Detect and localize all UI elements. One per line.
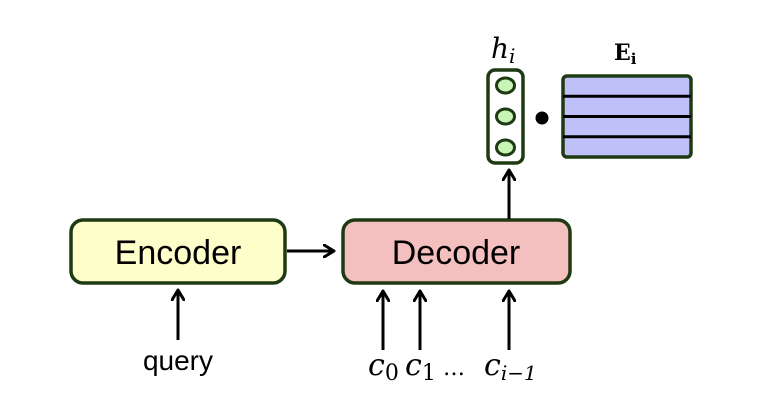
c1-base: c	[405, 348, 422, 383]
dot-product-icon	[535, 111, 549, 125]
decoder-box	[341, 218, 572, 285]
decoder-node: Decoder	[341, 218, 572, 285]
c1-subscript: 1	[422, 361, 436, 386]
c0-subscript: 0	[385, 361, 399, 386]
encoder-node: Encoder	[69, 218, 287, 285]
ci-1-subscript: i−1	[501, 361, 537, 385]
c0-label: c0	[368, 348, 399, 386]
query-label: query	[143, 345, 213, 376]
hidden-state-label: hi	[491, 32, 515, 68]
hidden-state-cells	[495, 76, 516, 157]
ci-1-base: c	[484, 348, 501, 383]
hidden-state-subscript: i	[509, 44, 515, 68]
encoder-label: Encoder	[115, 234, 242, 272]
embedding-matrix-base: E	[614, 40, 631, 66]
hidden-state-cell	[495, 107, 516, 126]
ci-1-label: ci−1	[484, 348, 537, 385]
embedding-matrix-subscript: i	[631, 50, 637, 68]
hidden-state-vector	[486, 68, 525, 165]
embedding-matrix-row-lines	[563, 94, 691, 139]
encoder-box	[69, 218, 287, 285]
decoder-label: Decoder	[392, 234, 521, 272]
embedding-matrix	[561, 74, 693, 159]
hidden-state-base: h	[491, 32, 509, 65]
c0-base: c	[368, 348, 385, 383]
hidden-state-cell	[495, 76, 516, 95]
hidden-state-cell	[495, 138, 516, 157]
c1-label: c1	[405, 348, 436, 386]
embedding-matrix-label: Ei	[614, 40, 637, 68]
ellipsis: …	[443, 356, 465, 381]
